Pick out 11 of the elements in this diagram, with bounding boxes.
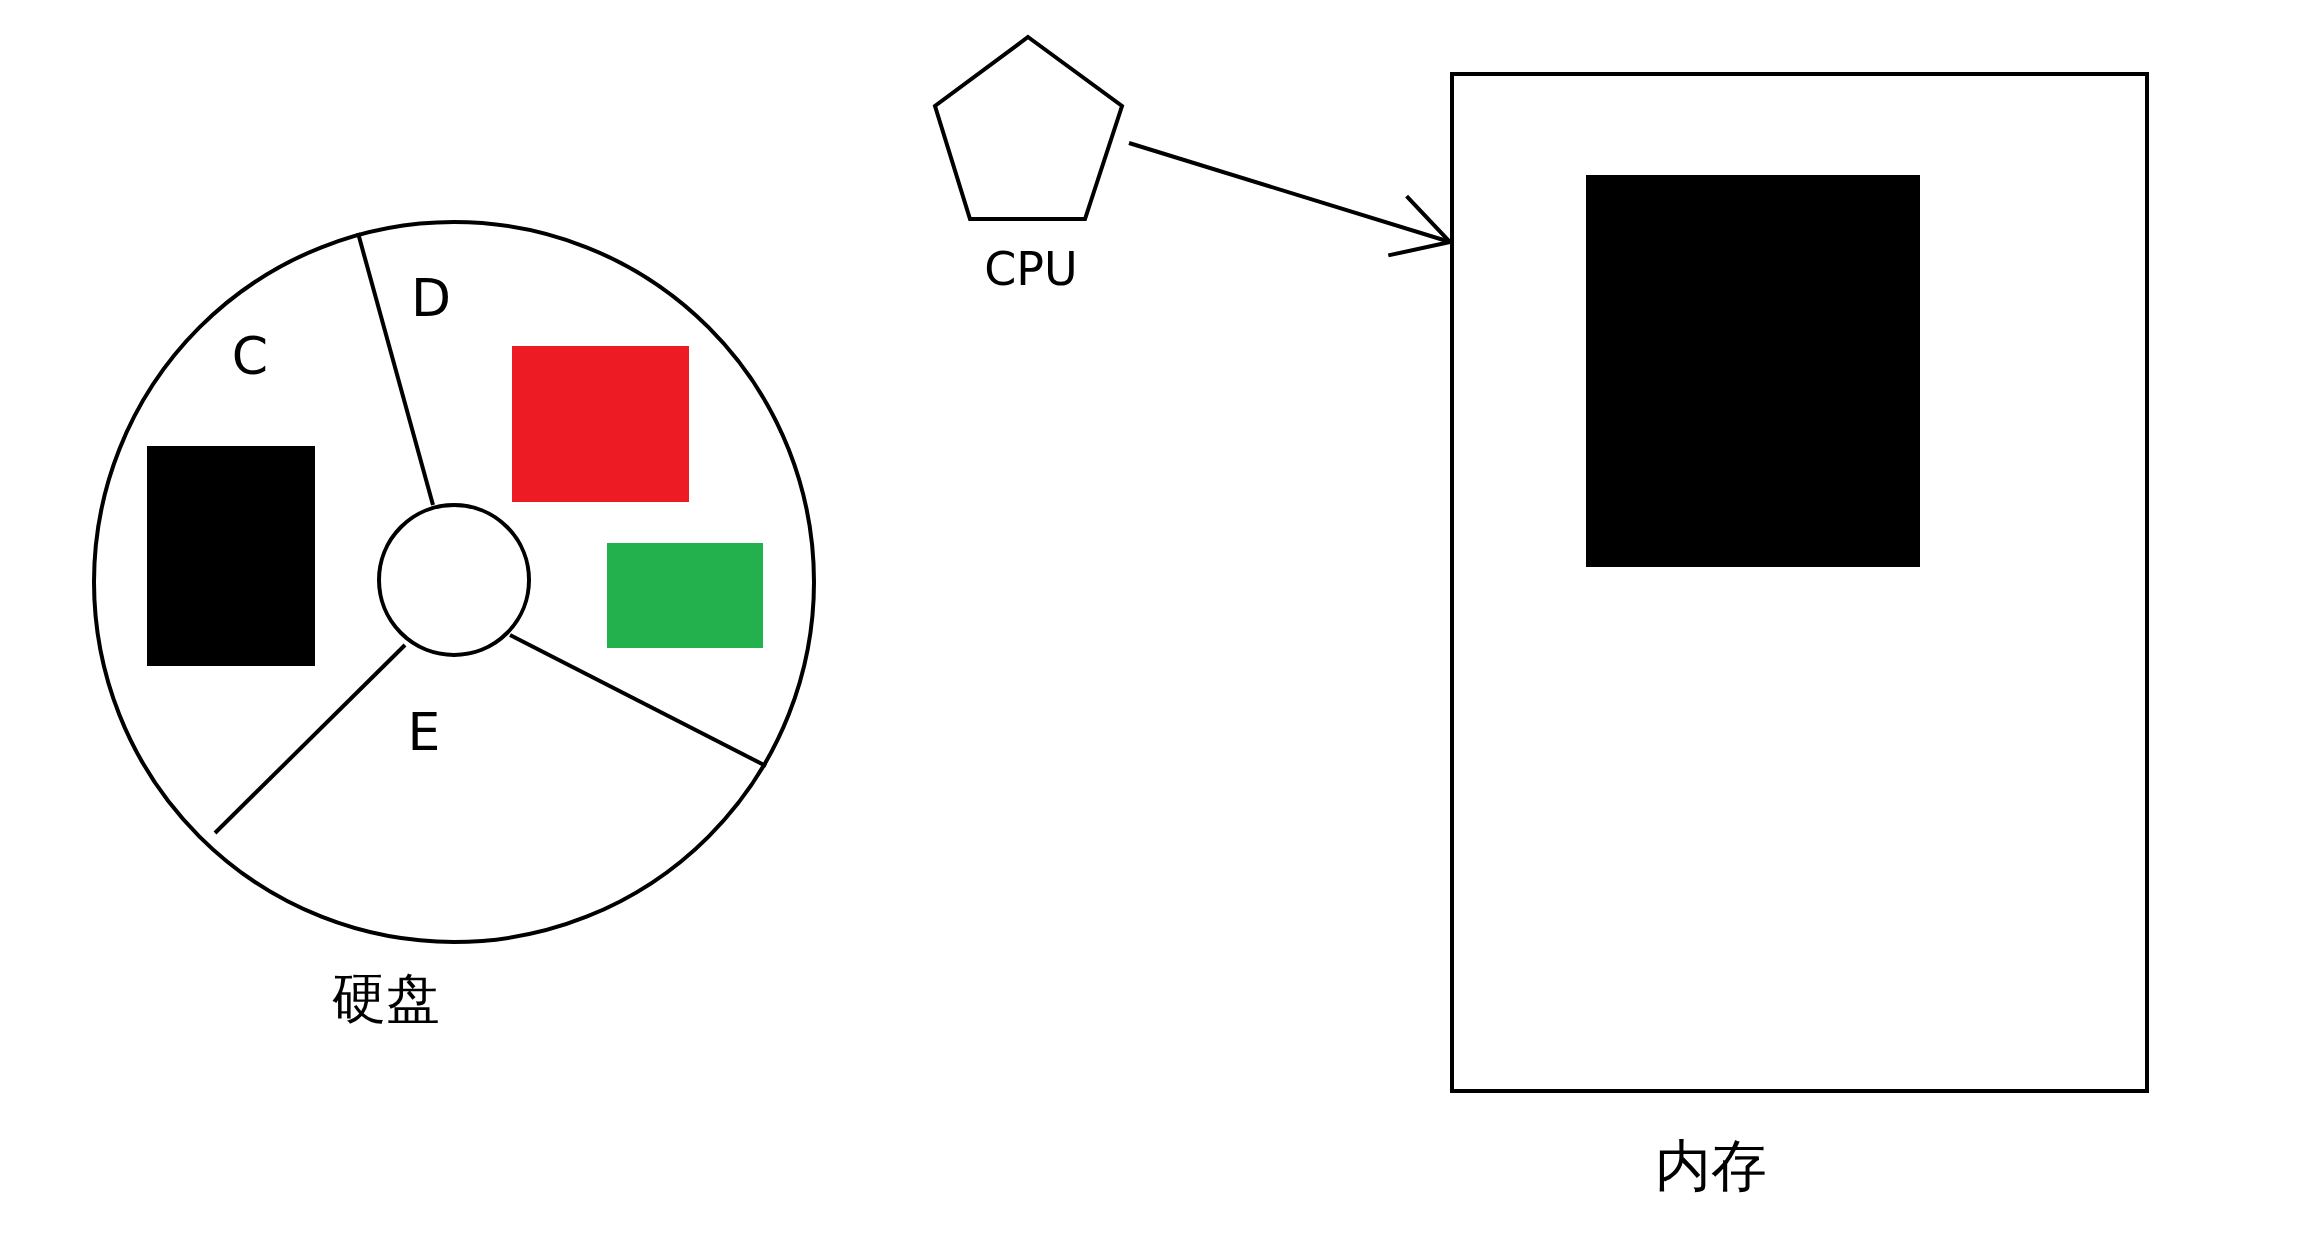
file-block bbox=[512, 346, 689, 502]
file-block bbox=[607, 543, 763, 648]
file-block bbox=[147, 446, 315, 666]
partition-label: C bbox=[231, 330, 269, 382]
partition-label: D bbox=[411, 272, 451, 324]
cpu-label: CPU bbox=[984, 246, 1078, 292]
disk-label: 硬盘 bbox=[332, 972, 440, 1026]
memory-label: 内存 bbox=[1655, 1138, 1767, 1194]
arrow bbox=[1128, 141, 1452, 258]
memory-block bbox=[1586, 175, 1920, 567]
partition-label: E bbox=[407, 706, 441, 758]
